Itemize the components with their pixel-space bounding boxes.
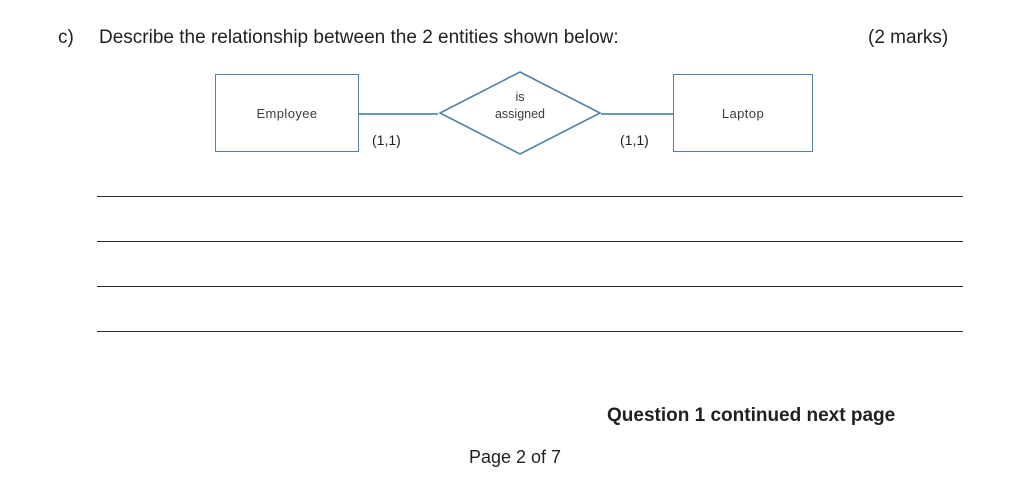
cardinality-right: (1,1) bbox=[620, 132, 649, 148]
relationship-label-line1: is bbox=[515, 90, 525, 104]
answer-line bbox=[97, 331, 963, 332]
answer-line bbox=[97, 196, 963, 197]
question-marks: (2 marks) bbox=[868, 27, 949, 48]
cardinality-left: (1,1) bbox=[372, 132, 401, 148]
entity-box-employee: Employee bbox=[215, 74, 359, 152]
entity-box-laptop: Laptop bbox=[673, 74, 813, 152]
diamond-shape-icon bbox=[438, 71, 602, 155]
page-number: Page 2 of 7 bbox=[468, 447, 562, 467]
connector-line-right bbox=[601, 113, 673, 115]
question-row: c) Describe the relationship between the… bbox=[0, 24, 1030, 54]
answer-line bbox=[97, 286, 963, 287]
relationship-label-line2: assigned bbox=[494, 107, 546, 121]
er-diagram: Employee is assigned Laptop (1,1) (1,1) bbox=[200, 62, 840, 172]
question-label: c) bbox=[58, 27, 74, 48]
entity-label-employee: Employee bbox=[256, 105, 318, 121]
entity-label-laptop: Laptop bbox=[721, 105, 765, 121]
connector-line-left bbox=[359, 113, 438, 115]
answer-lines bbox=[97, 196, 963, 376]
answer-line bbox=[97, 241, 963, 242]
relationship-label: is assigned bbox=[438, 89, 602, 123]
continued-note: Question 1 continued next page bbox=[607, 405, 896, 426]
question-text: Describe the relationship between the 2 … bbox=[99, 27, 619, 48]
relationship-diamond: is assigned bbox=[438, 70, 602, 156]
